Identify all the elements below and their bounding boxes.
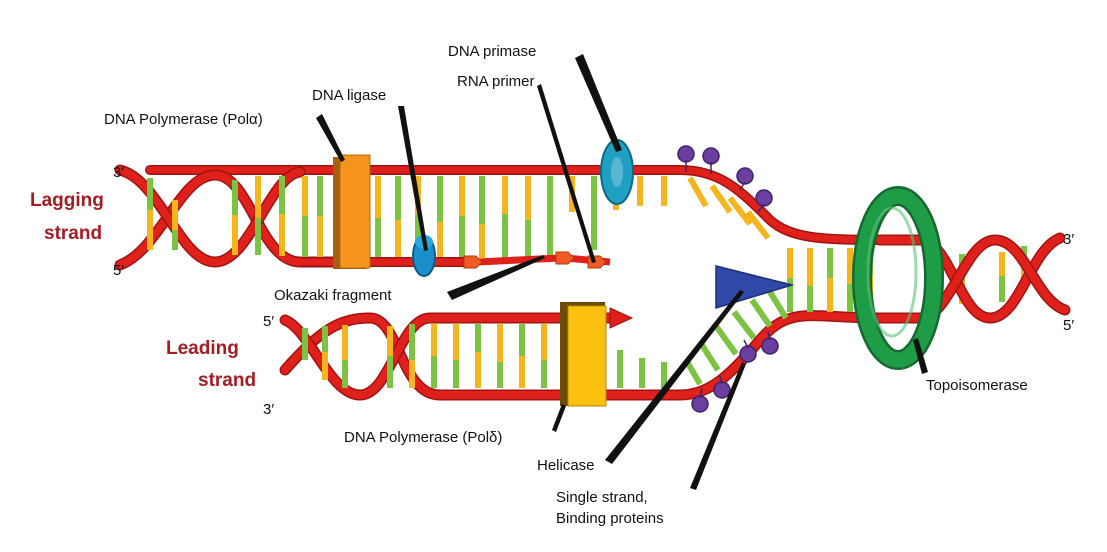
leading-strand-label-line2: strand bbox=[198, 370, 256, 391]
lagging-upper-backbone bbox=[145, 165, 885, 245]
leading-base-pairs bbox=[302, 290, 789, 388]
dna-primase-label: DNA primase bbox=[448, 43, 536, 60]
right-duplex-helix bbox=[874, 232, 1071, 324]
ssb-label-line2: Binding proteins bbox=[556, 510, 664, 527]
lagging-5-prime-label: 5′ bbox=[113, 262, 124, 279]
rna-primer-label: RNA primer bbox=[457, 73, 535, 90]
helicase-label: Helicase bbox=[537, 457, 595, 474]
ssb-proteins-top bbox=[677, 145, 773, 213]
right-5-prime-label: 5′ bbox=[1063, 317, 1074, 334]
lagging-strand-label-line2: strand bbox=[44, 223, 102, 244]
ssb-label-line1: Single strand, bbox=[556, 489, 648, 506]
dna-ligase-label: DNA ligase bbox=[312, 87, 386, 104]
topoisomerase bbox=[852, 186, 944, 370]
topoisomerase-label: Topoisomerase bbox=[926, 377, 1028, 394]
leading-strand-label-line1: Leading bbox=[166, 338, 239, 359]
leading-5-prime-label: 5′ bbox=[263, 313, 274, 330]
dna-polymerase-alpha bbox=[333, 154, 371, 269]
okazaki-fragment-label: Okazaki fragment bbox=[274, 287, 392, 304]
pol-delta-label: DNA Polymerase (Polδ) bbox=[344, 429, 502, 446]
ssb-proteins-bottom bbox=[691, 331, 779, 413]
lagging-3-prime-label: 3′ bbox=[113, 164, 124, 181]
right-duplex-base-pairs bbox=[787, 246, 1027, 312]
lagging-strand-label-line1: Lagging bbox=[30, 190, 104, 211]
callout-pointers bbox=[316, 54, 928, 490]
pol-alpha-label: DNA Polymerase (Polα) bbox=[104, 111, 263, 128]
right-3-prime-label: 3′ bbox=[1063, 231, 1074, 248]
leading-3-prime-label: 3′ bbox=[263, 401, 274, 418]
dna-polymerase-delta bbox=[560, 302, 607, 407]
dna-primase bbox=[600, 139, 634, 205]
